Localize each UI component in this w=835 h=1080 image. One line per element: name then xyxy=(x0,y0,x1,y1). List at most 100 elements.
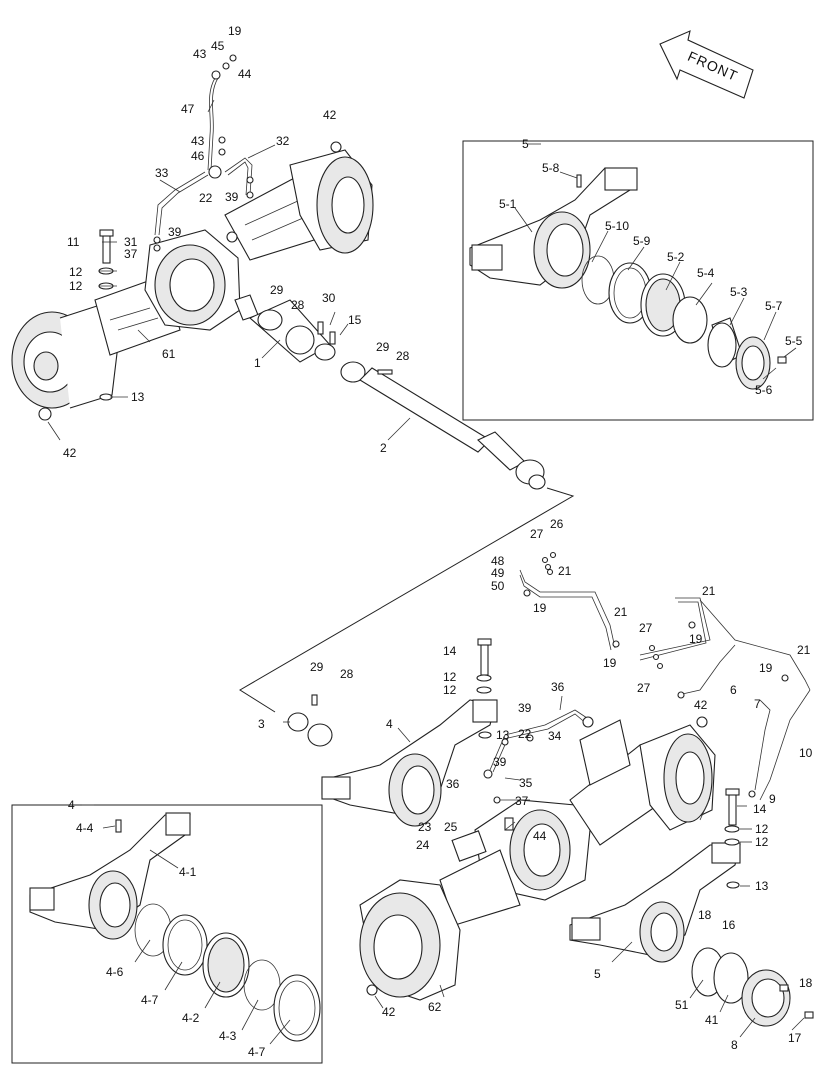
drive-shaft-2 xyxy=(340,361,546,490)
callout-c101: 4-3 xyxy=(219,1029,237,1043)
callout-c43: 48 xyxy=(491,554,505,568)
callout-c15: 37 xyxy=(124,247,138,261)
callout-c60: 12 xyxy=(443,670,457,684)
inset-box-5 xyxy=(462,140,814,421)
rear-axle-assembly xyxy=(287,638,716,1001)
callout-c80: 13 xyxy=(755,879,769,893)
callout-c39: 5-5 xyxy=(785,334,803,348)
rear-bracket-5 xyxy=(569,788,814,1027)
callout-c31: 5-8 xyxy=(542,161,560,175)
callout-c67: 36 xyxy=(551,680,565,694)
callout-c1: 19 xyxy=(228,24,242,38)
callout-c41: 27 xyxy=(530,527,544,541)
callout-c6: 43 xyxy=(191,134,205,148)
callout-c92: 8 xyxy=(731,1038,738,1052)
callout-c46: 21 xyxy=(558,564,572,578)
callout-c16: 39 xyxy=(168,225,182,239)
callout-c91: 17 xyxy=(788,1031,802,1045)
callout-c75: 37 xyxy=(515,794,529,808)
callout-c94: 42 xyxy=(382,1005,396,1019)
callout-c48: 21 xyxy=(702,584,716,598)
connector-line-shaft-to-rear xyxy=(239,487,575,713)
callout-c9: 33 xyxy=(155,166,169,180)
callout-c5: 47 xyxy=(181,102,195,116)
callout-c81: 23 xyxy=(418,820,432,834)
callout-c7: 46 xyxy=(191,149,205,163)
callout-c25: 29 xyxy=(376,340,390,354)
callout-c13: 11 xyxy=(67,235,80,249)
callout-c12: 42 xyxy=(323,108,337,122)
callout-c82: 25 xyxy=(444,820,458,834)
callout-c42: 26 xyxy=(550,517,564,531)
rear-hydraulic-lines xyxy=(519,551,811,801)
callout-c50: 19 xyxy=(689,632,703,646)
callout-c20: 28 xyxy=(291,298,305,312)
callout-c32: 5-1 xyxy=(499,197,517,211)
callout-c17: 12 xyxy=(69,265,83,279)
front-axle-assembly xyxy=(11,149,374,409)
callout-c18: 12 xyxy=(69,279,83,293)
callout-c63: 28 xyxy=(340,667,354,681)
callout-c58: 10 xyxy=(799,746,813,760)
leader-lines xyxy=(47,99,805,1045)
callout-c78: 12 xyxy=(755,822,769,836)
callout-c64: 3 xyxy=(258,717,265,731)
callout-c61: 12 xyxy=(443,683,457,697)
callout-c28: 42 xyxy=(63,446,77,460)
callout-labels: 19 45 43 44 47 43 46 32 33 22 39 42 11 3… xyxy=(63,24,813,1059)
callout-c102: 4-7 xyxy=(248,1045,266,1059)
callout-c3: 43 xyxy=(193,47,207,61)
callout-c95: 4 xyxy=(68,798,75,812)
callout-c56: 6 xyxy=(730,683,737,697)
callout-c4: 44 xyxy=(238,67,252,81)
callout-c45: 50 xyxy=(491,579,505,593)
callout-c49: 21 xyxy=(614,605,628,619)
callout-c86: 16 xyxy=(722,918,736,932)
callout-c59: 14 xyxy=(443,644,457,658)
callout-c27: 13 xyxy=(131,390,145,404)
front-fasteners xyxy=(38,229,114,421)
callout-c38: 5-7 xyxy=(765,299,783,313)
callout-c89: 51 xyxy=(675,998,689,1012)
callout-c47: 19 xyxy=(533,601,547,615)
callout-c93: 62 xyxy=(428,1000,442,1014)
callout-c74: 35 xyxy=(519,776,533,790)
callout-c36: 5-4 xyxy=(697,266,715,280)
callout-c24: 61 xyxy=(162,347,176,361)
callout-c96: 4-4 xyxy=(76,821,94,835)
callout-c52: 19 xyxy=(603,656,617,670)
callout-c87: 5 xyxy=(594,967,601,981)
callout-c77: 14 xyxy=(753,802,767,816)
callout-c68: 39 xyxy=(518,701,532,715)
callout-c26: 28 xyxy=(396,349,410,363)
callout-c19: 29 xyxy=(270,283,284,297)
callout-c55: 19 xyxy=(759,661,773,675)
callout-c79: 12 xyxy=(755,835,769,849)
inset-5-parts xyxy=(469,167,787,390)
callout-c97: 4-1 xyxy=(179,865,197,879)
callout-c11: 39 xyxy=(225,190,239,204)
callout-c57: 7 xyxy=(754,697,761,711)
callout-c73: 36 xyxy=(446,777,460,791)
callout-c69: 22 xyxy=(518,727,532,741)
callout-c2: 45 xyxy=(211,39,225,53)
front-direction-arrow: FRONT xyxy=(659,30,754,99)
callout-c98: 4-6 xyxy=(106,965,124,979)
callout-c37: 5-3 xyxy=(730,285,748,299)
callout-c34: 5-9 xyxy=(633,234,651,248)
callout-c88: 18 xyxy=(799,976,813,990)
callout-c53: 27 xyxy=(637,681,651,695)
callout-c51: 27 xyxy=(639,621,653,635)
callout-c62: 29 xyxy=(310,660,324,674)
front-drive-shaft-1 xyxy=(248,299,336,363)
callout-c33: 5-10 xyxy=(605,219,629,233)
callout-c54: 21 xyxy=(797,643,811,657)
callout-c35: 5-2 xyxy=(667,250,685,264)
inset-box-4 xyxy=(11,804,323,1064)
callout-c30: 5 xyxy=(522,137,529,151)
callout-c44: 49 xyxy=(491,566,505,580)
callout-c8: 32 xyxy=(276,134,290,148)
callout-c90: 41 xyxy=(705,1013,719,1027)
callout-c71: 42 xyxy=(694,698,708,712)
